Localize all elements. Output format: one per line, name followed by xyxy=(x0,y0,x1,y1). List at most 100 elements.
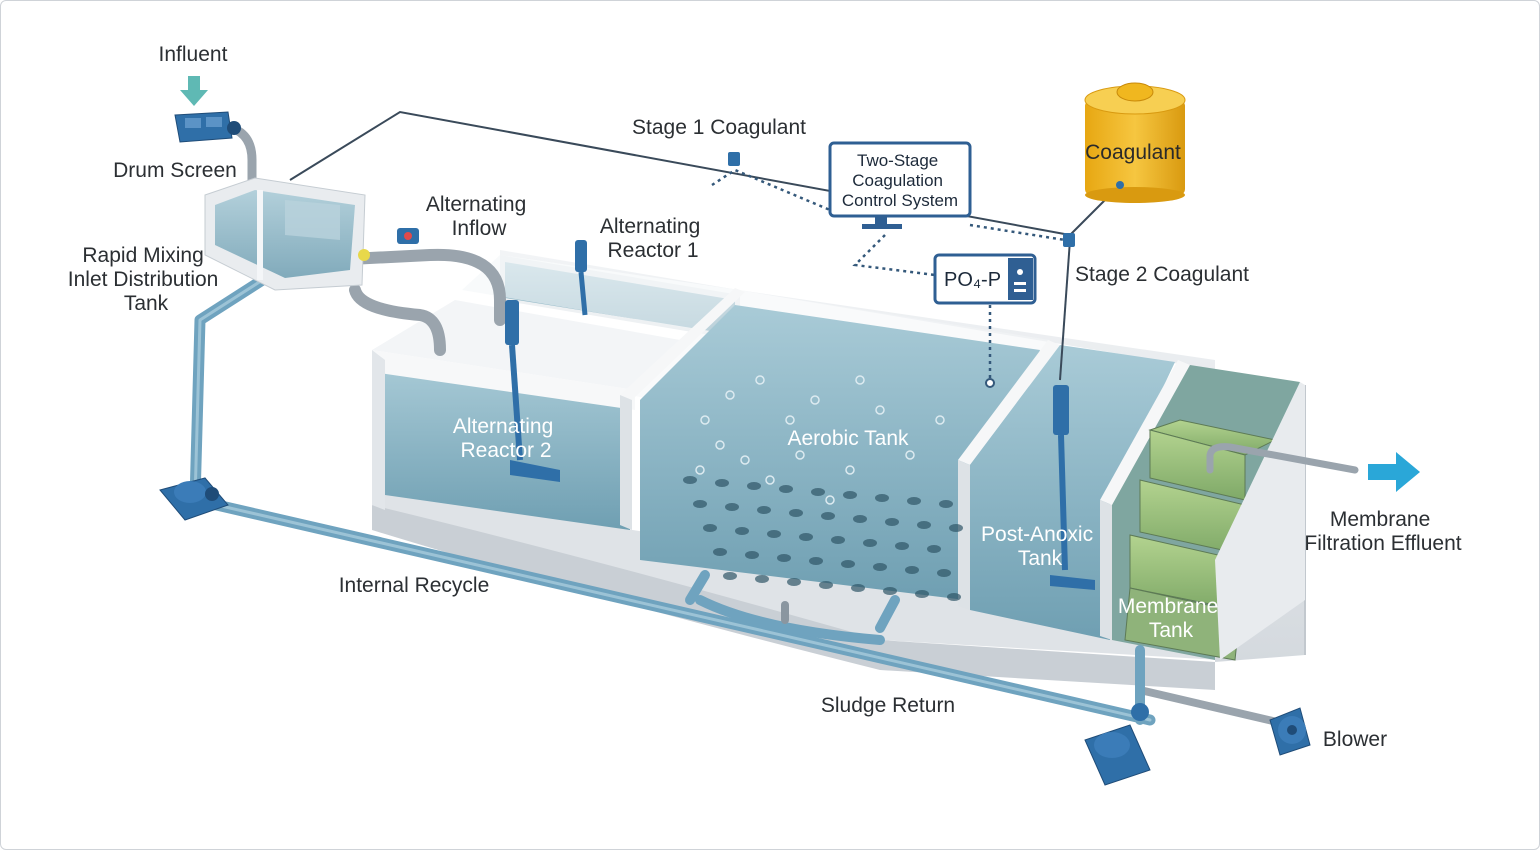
diffuser-hole xyxy=(875,494,889,502)
diffuser-hole xyxy=(713,548,727,556)
diffuser-hole xyxy=(745,551,759,559)
alternating-reactor-2-tank xyxy=(372,300,680,530)
air-bubble xyxy=(715,440,725,450)
diffuser-hole xyxy=(843,491,857,499)
rapid-mixing-tank xyxy=(204,177,366,291)
diffuser-hole xyxy=(905,566,919,574)
membrane-tank-label: Membrane Tank xyxy=(1118,595,1224,642)
diffuser-hole xyxy=(917,521,931,529)
aerator-diffusers xyxy=(683,476,963,601)
diffuser-hole xyxy=(715,479,729,487)
influent-label: Influent xyxy=(159,43,228,66)
air-bubble xyxy=(845,465,855,475)
air-bubble xyxy=(695,465,705,475)
blower-label: Blower xyxy=(1323,728,1387,751)
diffuser-hole xyxy=(811,488,825,496)
alternating-reactor-1-label: Alternating Reactor 1 xyxy=(600,215,706,262)
aerobic-tank xyxy=(620,288,1060,610)
air-bubble xyxy=(795,450,805,460)
air-bubble xyxy=(905,450,915,460)
diffuser-hole xyxy=(725,503,739,511)
diffuser-hole xyxy=(927,545,941,553)
diffuser-hole xyxy=(747,482,761,490)
air-bubble xyxy=(740,455,750,465)
mixer-icon xyxy=(505,300,560,482)
diffuser-hole xyxy=(873,563,887,571)
air-bubble xyxy=(875,405,885,415)
piping xyxy=(189,123,1359,729)
diffuser-hole xyxy=(883,587,897,595)
blower-icon xyxy=(1269,707,1311,756)
air-bubble xyxy=(765,475,775,485)
membrane-tank xyxy=(1112,365,1305,661)
drum-screen-label: Drum Screen xyxy=(113,159,237,182)
alternating-inflow-label: Alternating Inflow xyxy=(426,193,532,240)
air-bubble xyxy=(755,375,765,385)
drum-screen xyxy=(174,111,241,143)
pump-icon xyxy=(159,477,229,521)
post-anoxic-tank-label: Post-Anoxic Tank xyxy=(981,523,1099,570)
diffuser-hole xyxy=(895,542,909,550)
diffuser-hole xyxy=(907,497,921,505)
diffuser-hole xyxy=(757,506,771,514)
diffuser-hole xyxy=(819,581,833,589)
diffuser-hole xyxy=(787,578,801,586)
membrane-modules xyxy=(1124,419,1277,661)
diffuser-hole xyxy=(851,584,865,592)
air-bubble xyxy=(785,415,795,425)
diffuser-hole xyxy=(703,524,717,532)
mixer-icon xyxy=(1050,385,1095,590)
internal-recycle-label: Internal Recycle xyxy=(339,574,490,597)
coagulant-tank-label: Coagulant xyxy=(1085,141,1181,164)
diffuser-hole xyxy=(735,527,749,535)
stage1-dosing-point xyxy=(728,152,740,166)
air-bubble xyxy=(825,495,835,505)
po4-sensor xyxy=(933,253,1037,305)
po4-sensor-label: PO₄-P xyxy=(944,269,1001,291)
air-bubble xyxy=(810,395,820,405)
diffuser-hole xyxy=(767,530,781,538)
diffuser-hole xyxy=(939,500,953,508)
diffuser-hole xyxy=(755,575,769,583)
diffuser-hole xyxy=(885,518,899,526)
alternating-reactor-1-tank xyxy=(462,255,740,340)
stage2-dosing-point xyxy=(1063,233,1075,247)
post-anoxic-tank xyxy=(970,345,1190,640)
air-bubble xyxy=(700,415,710,425)
air-bubble xyxy=(855,375,865,385)
diffuser-hole xyxy=(723,572,737,580)
control-system-label: Two-Stage Coagulation Control System xyxy=(842,151,958,210)
air-bubbles xyxy=(695,375,945,505)
diffuser-hole xyxy=(863,539,877,547)
stage1-coagulant-label: Stage 1 Coagulant xyxy=(632,116,806,139)
alternating-reactor-2-label: Alternating Reactor 2 xyxy=(453,415,559,462)
monitor-icon xyxy=(828,141,972,229)
diffuser-hole xyxy=(937,569,951,577)
diffuser-hole xyxy=(841,560,855,568)
pump-icon xyxy=(1084,703,1151,786)
diffuser-hole xyxy=(821,512,835,520)
control-lines xyxy=(289,110,1116,388)
air-bubble xyxy=(725,390,735,400)
diffuser-hole xyxy=(799,533,813,541)
stage2-coagulant-label: Stage 2 Coagulant xyxy=(1075,263,1249,286)
down-arrow-icon xyxy=(180,76,208,106)
right-arrow-icon xyxy=(1368,452,1420,492)
aerobic-tank-label: Aerobic Tank xyxy=(787,427,909,450)
diffuser-hole xyxy=(779,485,793,493)
sludge-return-label: Sludge Return xyxy=(821,694,955,717)
coagulant-tank xyxy=(1084,82,1186,203)
diffuser-hole xyxy=(777,554,791,562)
diffuser-hole xyxy=(683,476,697,484)
diffuser-hole xyxy=(949,524,963,532)
diffuser-hole xyxy=(789,509,803,517)
diffuser-hole xyxy=(915,590,929,598)
inflow-valve xyxy=(358,228,419,261)
diffuser-hole xyxy=(853,515,867,523)
membrane-effluent-label: Membrane Filtration Effluent xyxy=(1304,508,1461,555)
diffuser-hole xyxy=(947,593,961,601)
rapid-mixing-label: Rapid Mixing Inlet Distribution Tank xyxy=(68,244,224,315)
mixer-icon xyxy=(575,240,588,316)
diffuser-hole xyxy=(693,500,707,508)
